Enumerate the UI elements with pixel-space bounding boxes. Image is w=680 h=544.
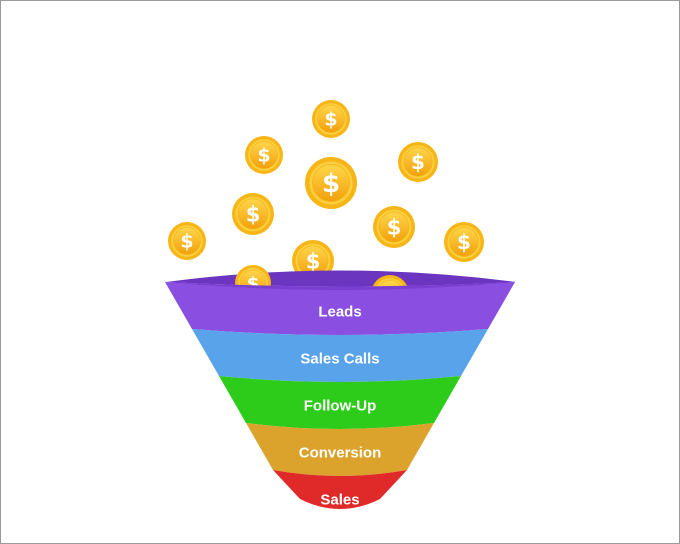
coins-layer: $ $ $ $ $ $ $ $ $ — [168, 100, 484, 282]
dollar-coin-icon: $ — [168, 222, 206, 260]
dollar-symbol: $ — [246, 202, 261, 226]
funnel-stage-label: Sales Calls — [300, 351, 379, 368]
funnel-stage-label: Follow-Up — [304, 398, 376, 415]
dollar-symbol: $ — [324, 109, 337, 131]
dollar-symbol: $ — [306, 249, 321, 273]
funnel-stage-sales-calls — [192, 329, 488, 382]
dollar-symbol: $ — [457, 230, 471, 254]
funnel-rim-front — [166, 282, 516, 290]
funnel-stage-follow-up — [219, 376, 461, 429]
dollar-coin-icon: $ — [305, 157, 357, 209]
dollar-coin-icon: $ — [373, 206, 415, 248]
dollar-coin-icon: $ — [232, 193, 274, 235]
dollar-symbol: $ — [387, 215, 402, 239]
funnel-stage-label: Sales — [320, 492, 359, 509]
funnel-stage-conversion — [246, 423, 434, 476]
funnel-stage-leads — [165, 282, 515, 335]
dollar-coin-icon: $ — [444, 222, 484, 262]
dollar-symbol: $ — [411, 150, 425, 174]
dollar-coin-icon: $ — [398, 142, 438, 182]
dollar-symbol: $ — [180, 231, 193, 253]
funnel-rim — [166, 270, 516, 287]
funnel-stage-label: Conversion — [299, 445, 382, 462]
funnel-stage-label: Leads — [318, 304, 361, 321]
dollar-coin-icon: $ — [245, 136, 283, 174]
dollar-symbol: $ — [322, 169, 340, 199]
dollar-coin-icon: $ — [312, 100, 350, 138]
funnel-stage-sales — [273, 470, 407, 509]
dollar-symbol: $ — [257, 145, 270, 167]
